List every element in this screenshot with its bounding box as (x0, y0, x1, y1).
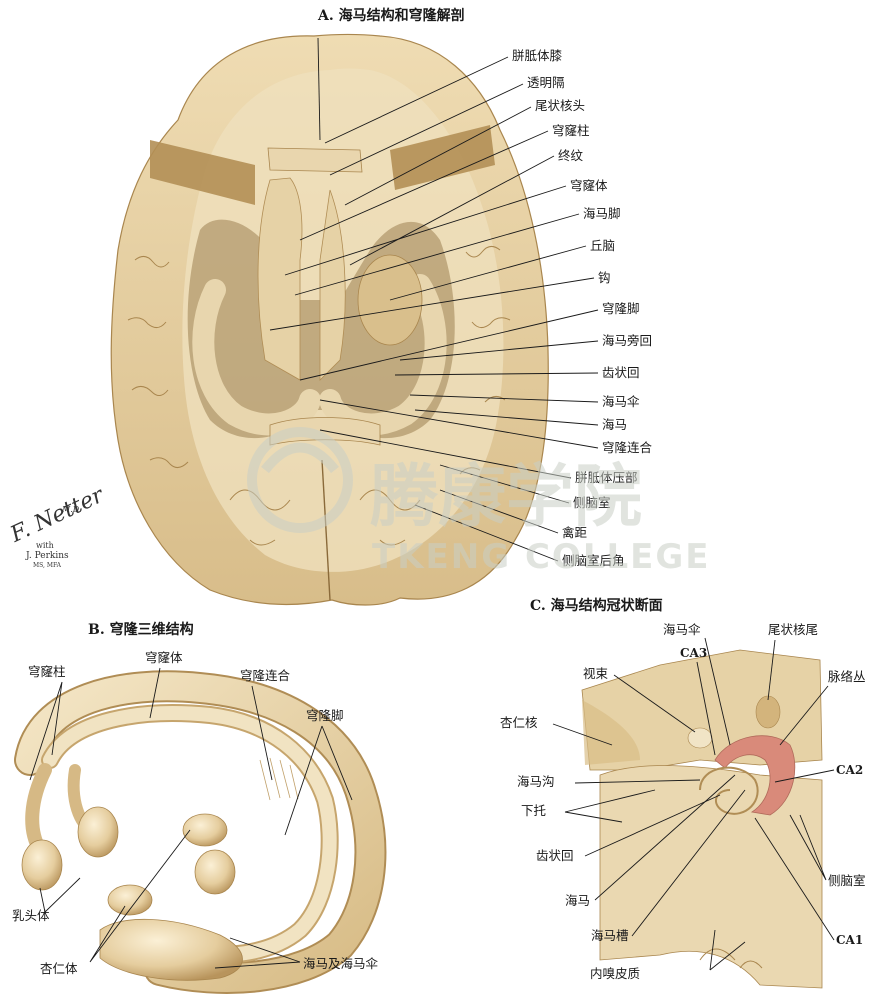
label-c-amygdala: 杏仁核 (500, 715, 538, 730)
label-c-choroid: 脉络丛 (828, 669, 866, 684)
label-stria: 终纹 (558, 148, 584, 163)
brain-horizontal-section (110, 33, 549, 606)
label-parahippo: 海马旁回 (602, 333, 652, 348)
label-calcar: 禽距 (562, 525, 587, 540)
label-thalamus: 丘脑 (590, 238, 615, 253)
label-splenium: 胼胝体压部 (575, 470, 638, 485)
watermark-cn: 腾康学院 (370, 458, 642, 537)
label-fornix-body: 穹窿体 (570, 178, 608, 193)
watermark: 腾康学院 TKENG COLLEGE (247, 427, 711, 577)
label-c-dentate: 齿状回 (536, 848, 574, 863)
fornix-3d (14, 670, 387, 994)
label-b-amygdala: 杏仁体 (40, 961, 78, 976)
label-c-subiculum: 下托 (521, 803, 546, 818)
signature-coauthor: J. Perkins (25, 551, 69, 561)
label-septum: 透明隔 (527, 75, 565, 90)
signature-coauthor-title: MS, MFA (33, 562, 62, 569)
watermark-en: TKENG COLLEGE (372, 537, 711, 577)
label-c-entorhinal: 内嗅皮质 (590, 966, 640, 981)
netter-signature: F. Netter M.D. with J. Perkins MS, MFA (6, 482, 109, 569)
label-c-fissure: 海马槽 (591, 928, 629, 943)
label-b-crus: 穹隆脚 (306, 708, 344, 723)
panel-c-title: C. 海马结构冠状断面 (530, 597, 663, 614)
panel-b-labels: 穹窿柱 穹窿体 穹隆连合 穹隆脚 乳头体 杏仁体 海马及海马伞 (12, 650, 379, 976)
signature-name: F. Netter (6, 482, 109, 548)
panel-a: A. 海马结构和穹隆解剖 (6, 7, 711, 606)
label-b-commissure: 穹隆连合 (240, 668, 291, 683)
label-genu: 胼胝体膝 (512, 48, 563, 63)
label-c-ventricle: 侧脑室 (828, 873, 866, 888)
label-c-ca2: CA2 (836, 763, 863, 777)
panel-c: C. 海马结构冠状断面 海马伞 CA3 尾状核尾 视束 脉络丛 杏仁核 (500, 597, 866, 989)
label-c-optic-tract: 视束 (583, 666, 609, 681)
signature-with: with (36, 541, 54, 550)
label-fimbria: 海马伞 (602, 394, 640, 409)
label-c-sulcus: 海马沟 (517, 774, 555, 789)
label-c-fimbria: 海马伞 (663, 622, 701, 637)
panel-a-labels: 胼胝体膝 透明隔 尾状核头 穹窿柱 终纹 穹窿体 海马脚 丘脑 钩 穹隆脚 海马… (269, 48, 653, 568)
label-dentate: 齿状回 (602, 365, 640, 380)
label-c-ca1: CA1 (836, 933, 863, 947)
signature-md: M.D. (61, 505, 81, 514)
label-caudate-head: 尾状核头 (535, 98, 585, 113)
label-b-fornix-body: 穹窿体 (145, 650, 183, 665)
label-post-horn: 侧脑室后角 (562, 553, 625, 568)
label-crus: 穹隆脚 (602, 301, 640, 316)
label-uncus: 钩 (598, 270, 611, 285)
label-c-hippocampus: 海马 (565, 893, 590, 908)
panel-c-labels: 海马伞 CA3 尾状核尾 视束 脉络丛 杏仁核 CA2 海马沟 下托 齿状回 侧… (500, 622, 866, 981)
coronal-section (581, 649, 823, 989)
panel-a-title: A. 海马结构和穹隆解剖 (317, 7, 465, 24)
label-c-ca3: CA3 (680, 646, 707, 660)
label-lat-ventricle: 侧脑室 (573, 495, 611, 510)
label-c-caudate-tail: 尾状核尾 (768, 622, 818, 637)
label-hippocampus: 海马 (602, 417, 627, 432)
label-fornix-column: 穹窿柱 (552, 123, 590, 138)
label-b-fornix-column: 穹窿柱 (28, 664, 66, 679)
label-hippo-peduncle: 海马脚 (583, 206, 621, 221)
label-commissure: 穹隆连合 (602, 440, 653, 455)
panel-b-title: B. 穹隆三维结构 (88, 621, 194, 638)
label-b-hippo-fimbria: 海马及海马伞 (303, 956, 379, 971)
panel-b: B. 穹隆三维结构 穹窿柱 穹窿体 穹隆连合 (12, 621, 387, 994)
label-b-mammillary: 乳头体 (12, 908, 50, 923)
